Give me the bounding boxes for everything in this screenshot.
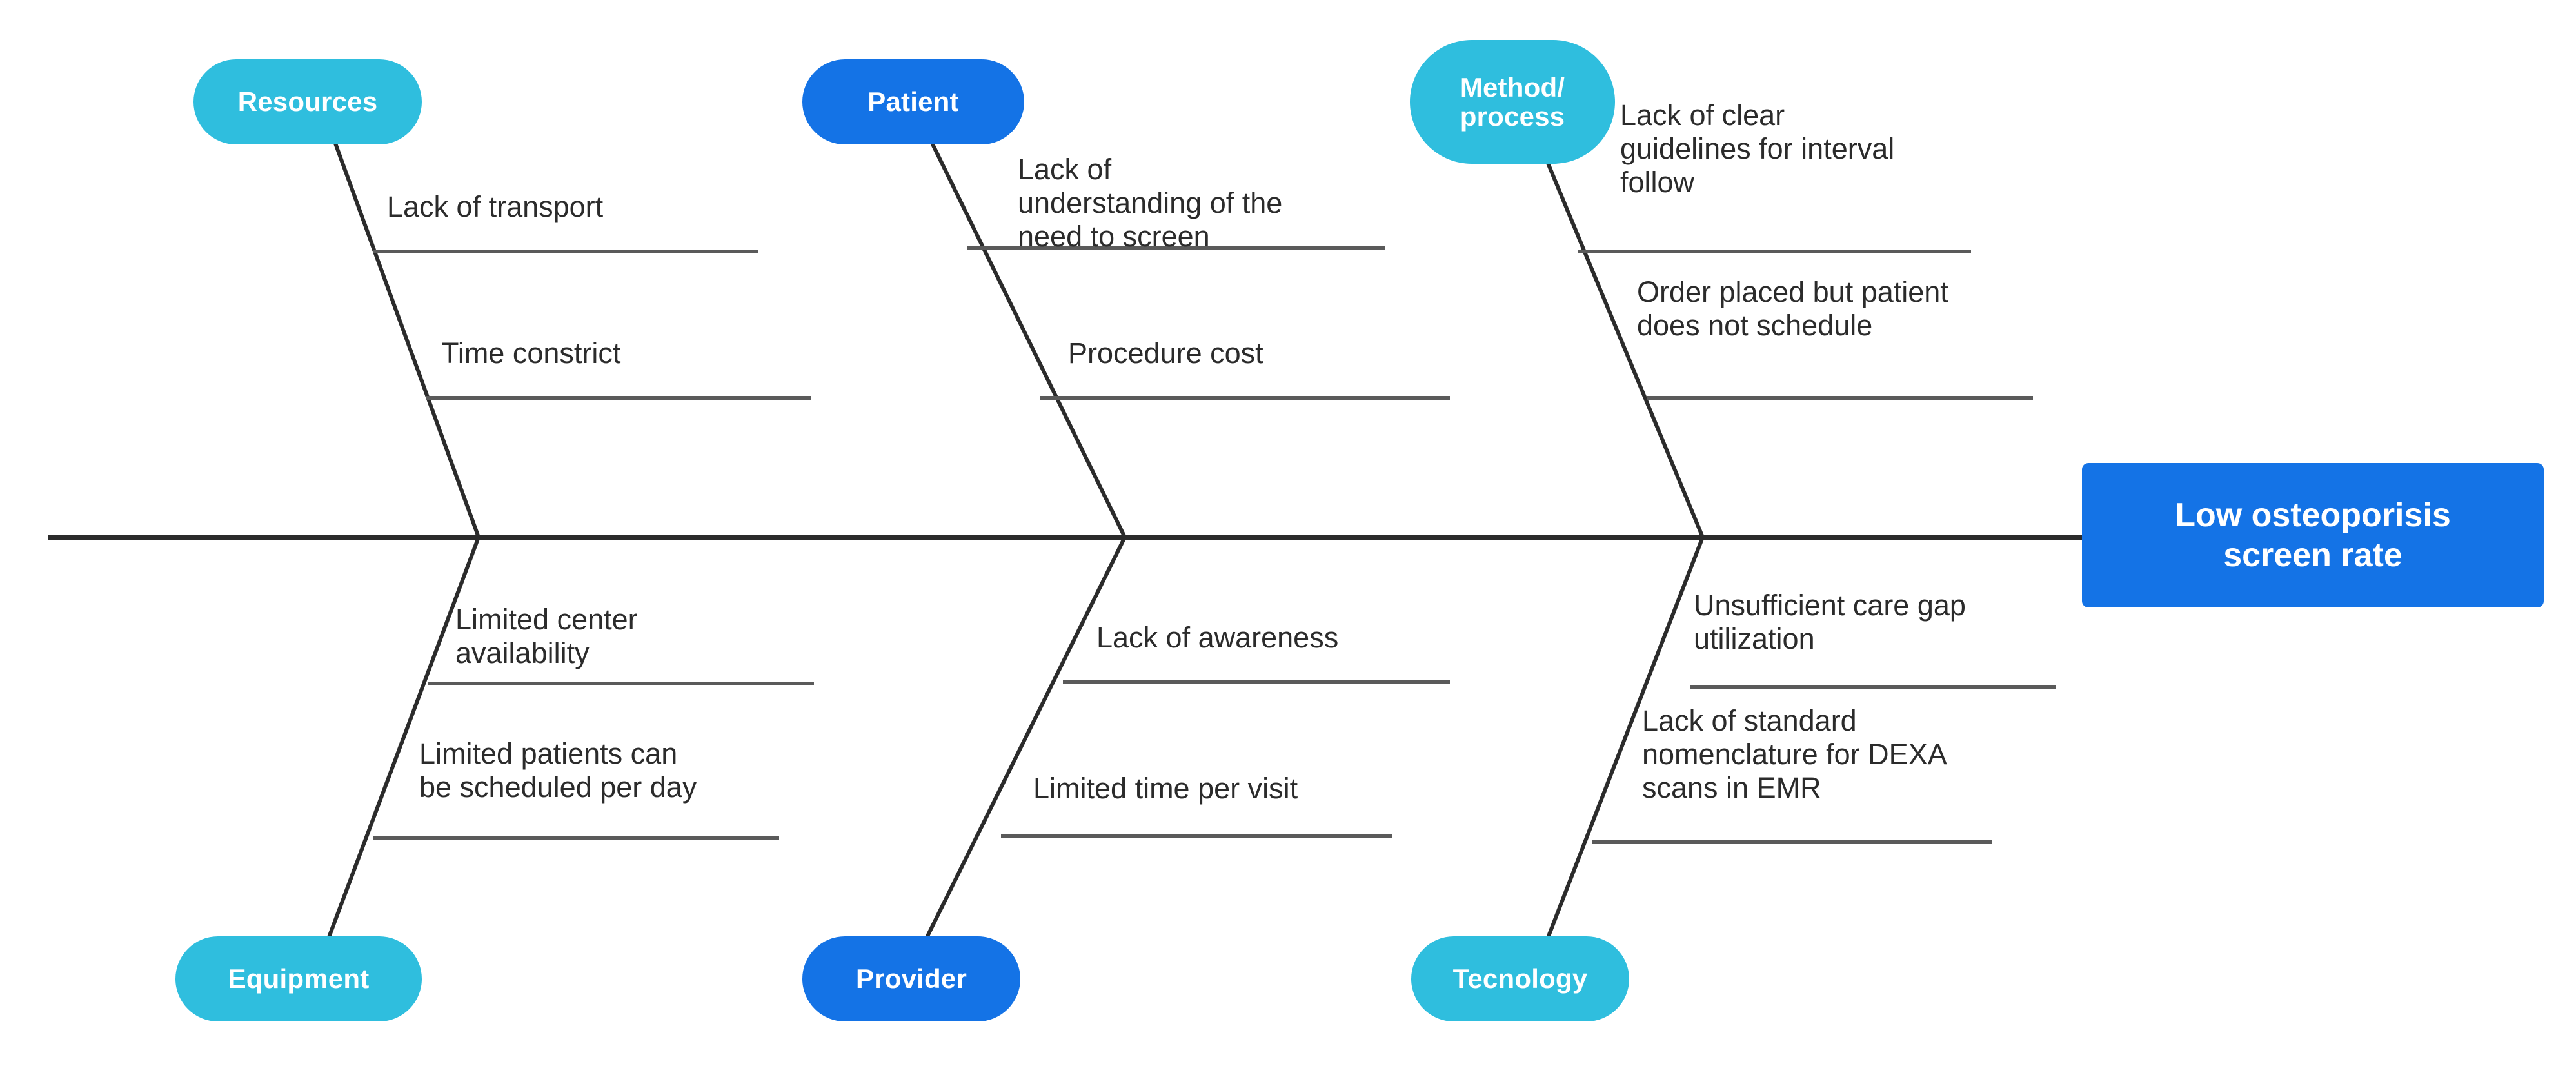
category-pill-equipment[interactable]: Equipment: [175, 936, 422, 1021]
rib-method: [1531, 124, 1705, 538]
rib-tecnology: [1540, 536, 1705, 956]
cause-label: Time constrict: [441, 337, 621, 370]
cause-label: Lack of transport: [387, 190, 604, 223]
cause-label: Limited time per visit: [1033, 772, 1298, 805]
cause-label: Unsufficient care gap utilization: [1694, 589, 1966, 656]
cause-label: Procedure cost: [1068, 337, 1263, 370]
effect-box[interactable]: Low osteoporisis screen rate: [2082, 463, 2544, 607]
category-pill-tecnology[interactable]: Tecnology: [1411, 936, 1629, 1021]
category-pill-resources[interactable]: Resources: [193, 59, 422, 144]
cause-label: Lack of understanding of the need to scr…: [1018, 153, 1283, 253]
category-pill-method-process[interactable]: Method/ process: [1410, 40, 1615, 164]
cause-label: Limited center availability: [455, 603, 638, 670]
rib-equipment: [321, 536, 481, 956]
cause-label: Lack of standard nomenclature for DEXA s…: [1642, 704, 1947, 805]
cause-label: Lack of awareness: [1096, 621, 1339, 654]
cause-label: Order placed but patient does not schedu…: [1637, 275, 1948, 342]
rib-resources: [327, 124, 481, 538]
rib-patient: [922, 124, 1127, 538]
category-pill-provider[interactable]: Provider: [802, 936, 1020, 1021]
cause-label: Limited patients can be scheduled per da…: [419, 737, 697, 804]
rib-provider: [916, 536, 1127, 956]
cause-label: Lack of clear guidelines for interval fo…: [1620, 99, 1895, 199]
category-pill-patient[interactable]: Patient: [802, 59, 1024, 144]
